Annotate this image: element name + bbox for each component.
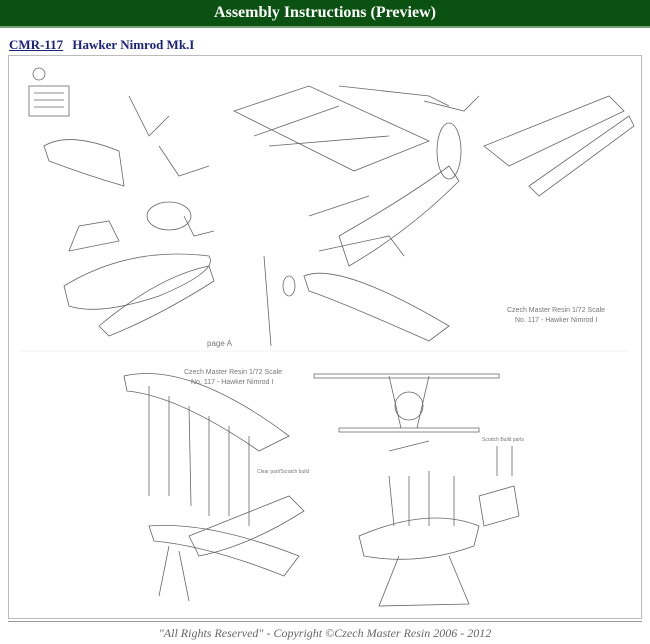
product-code-link[interactable]: CMR-117 [9,37,64,52]
upper-wing-drawing [123,373,290,452]
fuselage-half-drawing [43,139,125,187]
scale-label-2: No. 117 - Hawker Nimrod I [515,317,597,324]
lower-wing-drawing [232,85,431,172]
page-label: page A [207,339,233,348]
assembly-instructions-image: page A Czech Master Resin 1/72 Scale No.… [8,55,642,619]
fuselage-side-drawing [483,95,625,167]
scale-label-1: Czech Master Resin 1/72 Scale [507,307,605,314]
clear-part-note: Clear part/Scratch build [257,469,309,475]
scale-label-4: No. 117 - Hawker Nimrod I [191,379,273,386]
etch-fret-drawing [28,67,70,117]
fuselage-drawing [63,253,211,310]
product-name: Hawker Nimrod Mk.I [72,37,195,52]
instruction-drawing: page A Czech Master Resin 1/72 Scale No.… [19,67,635,607]
footer-divider [8,621,642,622]
scratch-build-label: Scratch Build parts [482,437,524,443]
product-title: CMR-117 Hawker Nimrod Mk.I [9,37,194,53]
front-view-drawing [313,373,500,433]
copyright-footer: "All Rights Reserved" - Copyright ©Czech… [158,626,492,640]
page-header: Assembly Instructions (Preview) [0,0,650,28]
scale-label-3: Czech Master Resin 1/72 Scale [184,369,282,376]
